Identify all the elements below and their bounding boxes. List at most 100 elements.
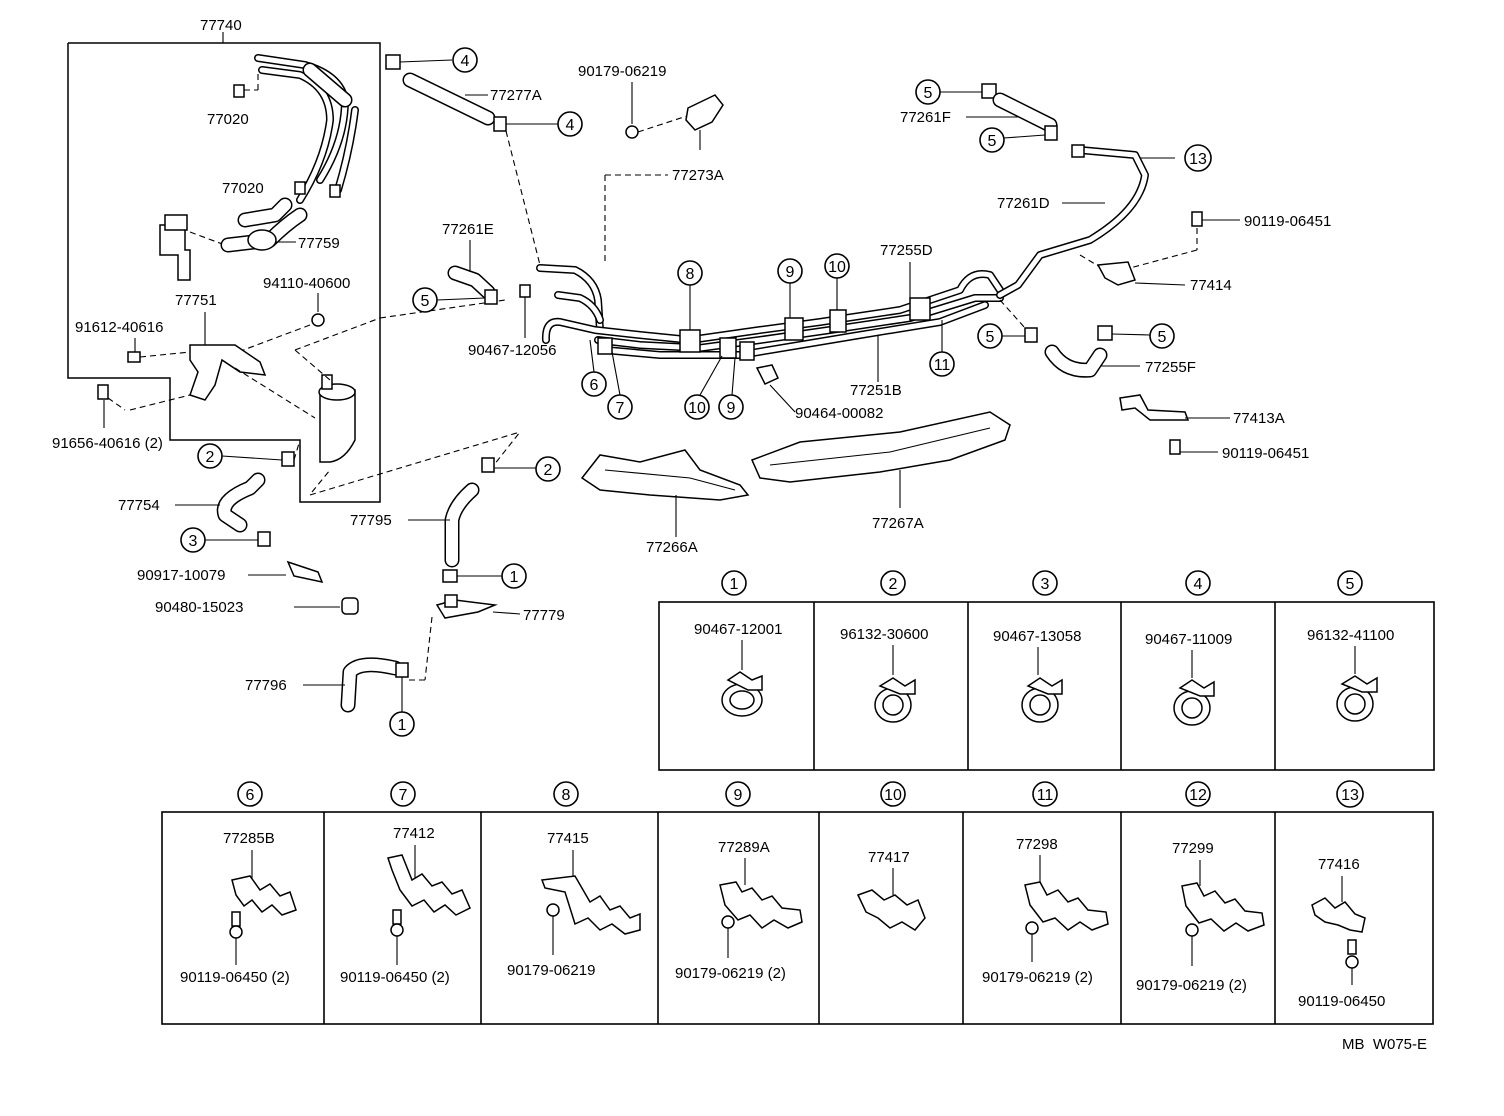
label-77255F: 77255F [1145, 359, 1196, 376]
bottom-box-10: 10 77417 [856, 781, 926, 931]
canister-icon [319, 389, 356, 463]
label-77414: 77414 [1190, 277, 1232, 294]
bottom-box-11: 11 77298 90179-06219 (2) [982, 781, 1109, 986]
top-box-5-part: 96132-41100 [1307, 627, 1394, 644]
label-91612-40616: 91612-40616 [75, 319, 163, 336]
label-77795: 77795 [350, 512, 392, 529]
svg-text:5: 5 [986, 329, 995, 346]
nut-icon [311, 313, 325, 327]
svg-text:10: 10 [884, 787, 902, 804]
clamp-77285B-icon [231, 875, 297, 916]
label-77020-a: 77020 [207, 111, 249, 128]
svg-text:13: 13 [1341, 787, 1359, 804]
bottom-box-12-part: 77299 [1172, 840, 1214, 857]
top-box-5: 5 96132-41100 [1307, 570, 1394, 722]
clamp-icon [1024, 327, 1038, 343]
label-94110-40600: 94110-40600 [263, 275, 350, 292]
svg-text:4: 4 [461, 53, 470, 70]
svg-text:7: 7 [399, 787, 408, 804]
svg-text:6: 6 [590, 377, 599, 394]
hose-clamp-icon [1173, 679, 1215, 726]
bottom-box-13-fastener: 90119-06450 [1298, 993, 1385, 1010]
label-77020-b: 77020 [222, 180, 264, 197]
svg-text:1: 1 [510, 569, 519, 586]
svg-text:5: 5 [1346, 576, 1355, 593]
bolt-icon [392, 909, 402, 925]
grommet-icon [341, 597, 359, 615]
svg-text:7: 7 [616, 400, 625, 417]
nut-icon [625, 125, 639, 139]
callout-7: 7 [607, 394, 633, 420]
callout-5-mid-left: 5 [977, 323, 1003, 349]
clamp-77415-icon [679, 329, 701, 353]
top-box-3-part: 90467-13058 [993, 628, 1081, 645]
label-91656-40616: 91656-40616 (2) [52, 435, 163, 452]
clamp-77415-icon [540, 875, 641, 935]
callout-1-bottom: 1 [389, 711, 415, 737]
bottom-clamp-table: 6 77285B 90119-06450 (2) 7 77412 90119-0… [161, 780, 1434, 1025]
label-77273A: 77273A [672, 167, 724, 184]
bolt-icon [127, 351, 141, 363]
svg-text:2: 2 [889, 576, 898, 593]
label-77255D: 77255D [880, 242, 933, 259]
clamp-77417-icon [856, 889, 926, 931]
svg-text:4: 4 [566, 117, 575, 134]
callout-1-top: 1 [501, 563, 527, 589]
hose-clamp-icon [1021, 677, 1063, 723]
label-77251B: 77251B [850, 382, 902, 399]
bottom-box-8: 8 77415 90179-06219 [507, 781, 641, 979]
shields: 77266A 77267A [580, 411, 1011, 556]
shield-77267A-icon [750, 411, 1011, 483]
callout-2-left: 2 [197, 443, 223, 469]
clamp-icon [257, 531, 271, 547]
callout-9-top: 9 [718, 394, 744, 420]
bottom-box-11-part: 77298 [1016, 836, 1058, 853]
label-77754: 77754 [118, 497, 160, 514]
svg-text:1: 1 [398, 717, 407, 734]
clip-77273A-icon [685, 94, 724, 131]
bottom-box-7: 7 77412 90119-06450 (2) [340, 781, 471, 986]
label-90179-06219-top: 90179-06219 [578, 63, 666, 80]
bracket-77414-icon [1096, 261, 1136, 286]
top-box-1-part: 90467-12001 [694, 621, 782, 638]
clamp-icon [481, 457, 495, 473]
svg-text:9: 9 [786, 264, 795, 281]
label-77261D: 77261D [997, 195, 1050, 212]
bolt-icon [231, 911, 241, 927]
bottom-box-13-part: 77416 [1318, 856, 1360, 873]
top-box-2-part: 96132-30600 [840, 626, 928, 643]
bracket-77413A-icon [1119, 394, 1190, 421]
svg-text:2: 2 [544, 462, 553, 479]
top-box-4: 4 90467-11009 [1145, 570, 1232, 726]
label-90119-06451-top: 90119-06451 [1244, 213, 1331, 230]
svg-text:9: 9 [727, 400, 736, 417]
clamp-icon [1044, 125, 1058, 141]
clamp-77289A-icon [719, 881, 803, 929]
label-77796: 77796 [245, 677, 287, 694]
svg-text:10: 10 [828, 259, 846, 276]
bolt-icon [1169, 439, 1181, 455]
bottom-box-9: 9 77289A 90179-06219 (2) [675, 781, 803, 982]
nut-icon [1185, 923, 1199, 937]
clamp-77416-icon [1311, 897, 1366, 933]
callout-5-upper: 5 [979, 127, 1005, 153]
lower-left-hoses: 2 77754 3 90917-10079 90480-15023 [118, 439, 359, 616]
nut-icon [721, 915, 735, 929]
hose-clamp-icon [874, 677, 916, 723]
shield-77266A-icon [580, 449, 750, 501]
assembly-77740: 77740 77020 77020 77759 94110-40600 [52, 17, 506, 503]
label-77261E: 77261E [442, 221, 494, 238]
top-clamp-table: 1 90467-12001 2 96132-30600 3 90467-1305 [658, 570, 1435, 771]
clamp-icon [385, 54, 401, 70]
bottom-box-12-fastener: 90179-06219 (2) [1136, 977, 1247, 994]
callout-2-center: 2 [535, 456, 561, 482]
callout-3: 3 [180, 527, 206, 553]
callout-8: 8 [677, 260, 703, 286]
bottom-box-7-fastener: 90119-06450 (2) [340, 969, 450, 986]
label-77413A: 77413A [1233, 410, 1285, 427]
callout-10-top: 9 [777, 258, 803, 284]
clip-icon [755, 364, 779, 385]
check-valve-icon [294, 181, 306, 195]
bottom-box-8-fastener: 90179-06219 [507, 962, 595, 979]
clamp-icon [981, 83, 997, 99]
